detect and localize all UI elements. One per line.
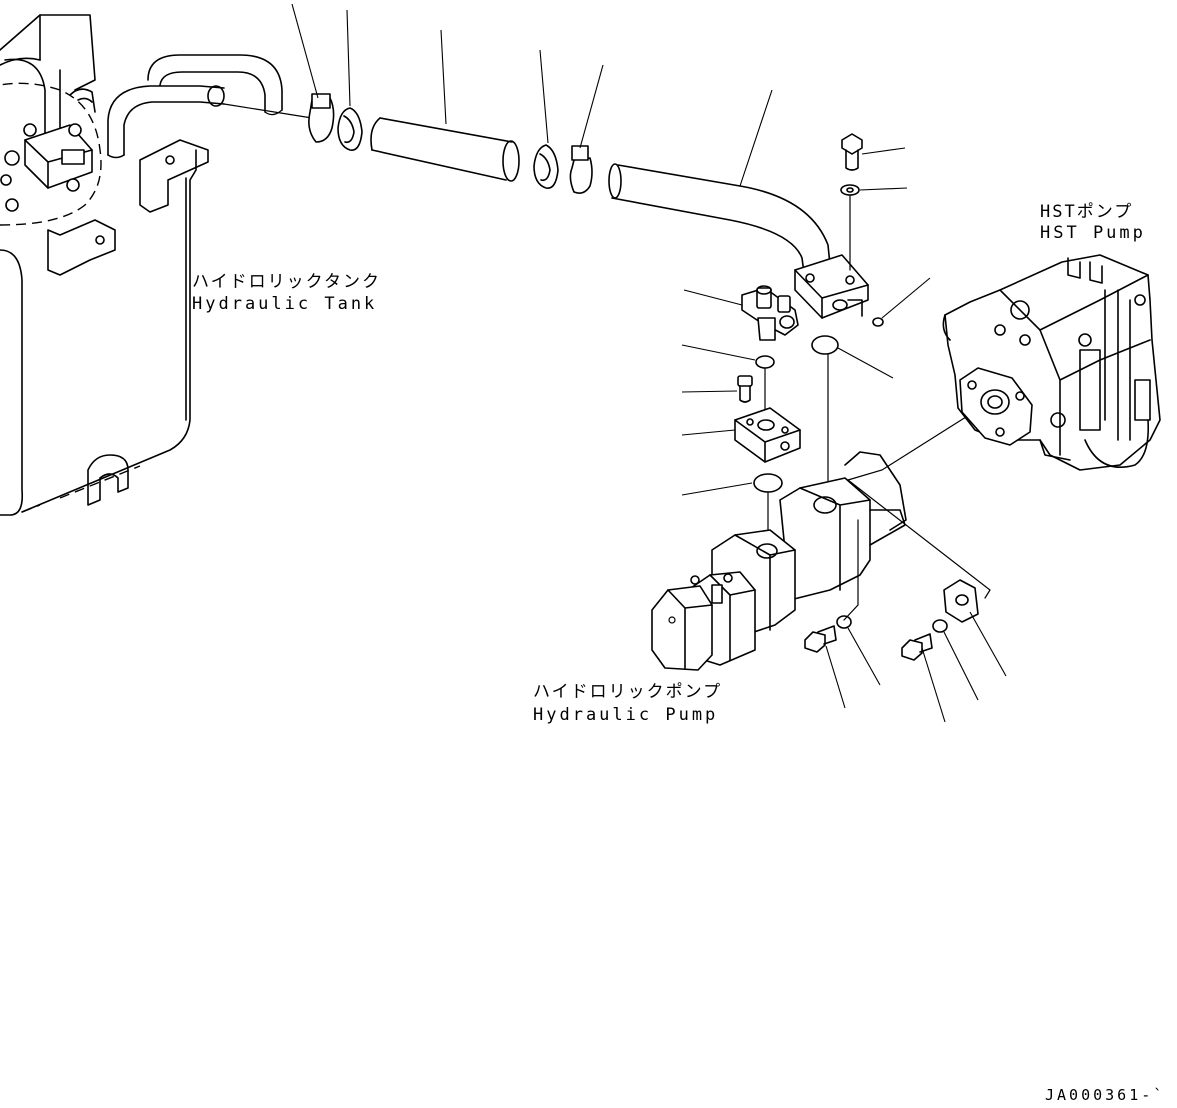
assembly-line-washer xyxy=(843,519,859,621)
socket-bolt xyxy=(737,375,753,403)
assembly-line-bracket xyxy=(847,479,991,599)
hydraulic-pump-label-jp: ハイドロリックポンプ xyxy=(533,682,722,702)
leader-lines xyxy=(291,3,1007,723)
delivery-pipe xyxy=(608,163,833,289)
suction-pipe-elbow xyxy=(107,54,283,159)
hst-pump xyxy=(942,254,1161,471)
assembly-line-pump-hst xyxy=(847,404,986,481)
hose-clamp-1 xyxy=(308,93,335,143)
o-ring-pump-front xyxy=(753,473,783,493)
bolt-lower-1 xyxy=(804,625,837,653)
hose-clamp-3 xyxy=(533,144,559,189)
drawing-code: JA000361-` xyxy=(1045,1086,1165,1104)
hose-clamp-2 xyxy=(337,107,363,151)
washer-top xyxy=(840,184,860,196)
o-ring-fitting xyxy=(755,355,775,369)
pipe-flange-block xyxy=(794,254,869,319)
washer-lower-2 xyxy=(932,619,948,633)
hydraulic-tank-label-en: Hydraulic Tank xyxy=(192,294,377,314)
hose-clamp-4 xyxy=(569,145,593,194)
elbow-fitting xyxy=(741,285,799,341)
o-ring-small xyxy=(872,317,884,327)
adapter-block xyxy=(734,407,801,463)
hst-pump-label-en: HST Pump xyxy=(1040,223,1146,243)
assembly-line-1 xyxy=(223,103,313,119)
hst-pump-label-jp: HSTポンプ xyxy=(1040,202,1133,222)
hose xyxy=(370,117,520,182)
hydraulic-tank-label-jp: ハイドロリックタンク xyxy=(192,272,381,292)
washer-lower-1 xyxy=(836,615,852,629)
hydraulic-tank xyxy=(0,14,209,516)
o-ring-pump-rear xyxy=(811,335,839,355)
bolt-top xyxy=(841,133,863,171)
washer-top-inner xyxy=(846,187,854,193)
bolt-lower-2 xyxy=(901,633,933,661)
hydraulic-pump xyxy=(651,451,907,671)
bracket-plate xyxy=(943,579,979,623)
hydraulic-pump-label-en: Hydraulic Pump xyxy=(533,705,718,725)
